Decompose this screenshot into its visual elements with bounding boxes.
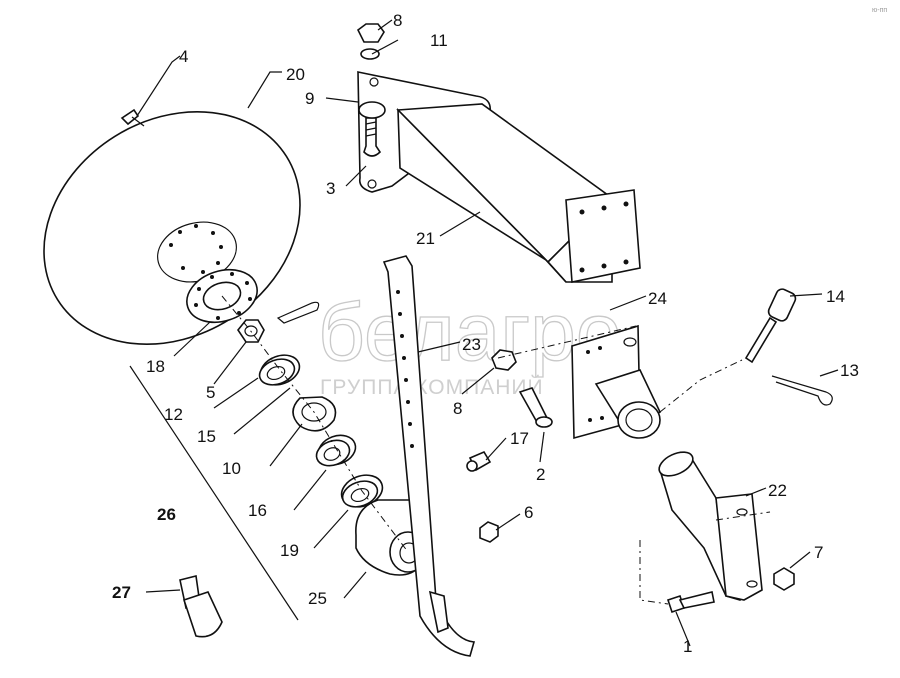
fork-holder: [658, 451, 763, 601]
callout-7: 7: [814, 543, 823, 562]
lock-pin: [744, 288, 797, 364]
fork-nut: [773, 567, 795, 591]
callout-26: 26: [157, 505, 176, 524]
snap-ring: [292, 396, 337, 432]
hub-flange: [186, 268, 258, 324]
cotter-pin: [276, 301, 320, 324]
callout-15: 15: [197, 427, 216, 446]
callout-17: 17: [510, 429, 529, 448]
callout-20: 20: [286, 65, 305, 84]
callout-1: 1: [683, 637, 692, 656]
mounting-bracket: [357, 71, 641, 283]
bearing-inner: [315, 434, 357, 467]
callout-16: 16: [248, 501, 267, 520]
callout-23: 23: [462, 335, 481, 354]
disc-arm: [382, 255, 476, 657]
callout-6: 6: [524, 503, 533, 522]
callout-8-mid: 8: [453, 399, 462, 418]
small-nut: [479, 521, 499, 543]
callout-24: 24: [648, 289, 667, 308]
callout-9: 9: [305, 89, 314, 108]
watermark-tagline: ГРУППА КОМПАНИЙ: [320, 375, 544, 399]
bearing-outer: [258, 354, 301, 386]
callout-4: 4: [179, 47, 188, 66]
callout-8-top: 8: [393, 11, 402, 30]
callout-13: 13: [840, 361, 859, 380]
grease-fitting: [466, 450, 492, 472]
callout-2: 2: [536, 465, 545, 484]
spare-hub-cap: [179, 575, 223, 638]
callout-21: 21: [416, 229, 435, 248]
callout-3: 3: [326, 179, 335, 198]
callouts: 1 2 3 4 5 6 7 8 8 9 10 11 12 13 14 15 16…: [112, 11, 859, 656]
pivot-plate: [571, 324, 662, 440]
spring-clip: [771, 375, 833, 406]
callout-10: 10: [222, 459, 241, 478]
callout-18: 18: [146, 357, 165, 376]
watermark: белагро ГРУППА КОМПАНИЙ: [317, 286, 622, 399]
washer: [358, 101, 386, 119]
callout-22: 22: [768, 481, 787, 500]
corner-code: ю-пп: [872, 7, 887, 14]
callout-11: 11: [430, 31, 448, 50]
callout-19: 19: [280, 541, 299, 560]
disc-blade: [43, 110, 301, 346]
watermark-brand: белагро: [318, 287, 622, 378]
bracket-bolt: [363, 117, 382, 157]
assembly-lines: [221, 295, 771, 605]
callout-25: 25: [308, 589, 327, 608]
leader-lines: [129, 19, 839, 647]
fork-bolt: [666, 591, 715, 614]
callout-27: 27: [112, 583, 131, 602]
callout-14: 14: [826, 287, 845, 306]
spring-washer: [360, 48, 380, 60]
callout-5: 5: [206, 383, 215, 402]
countersunk-screw: [120, 108, 145, 127]
plate-bolt: [518, 387, 553, 428]
callout-12: 12: [164, 405, 183, 424]
top-nut: [356, 23, 385, 43]
